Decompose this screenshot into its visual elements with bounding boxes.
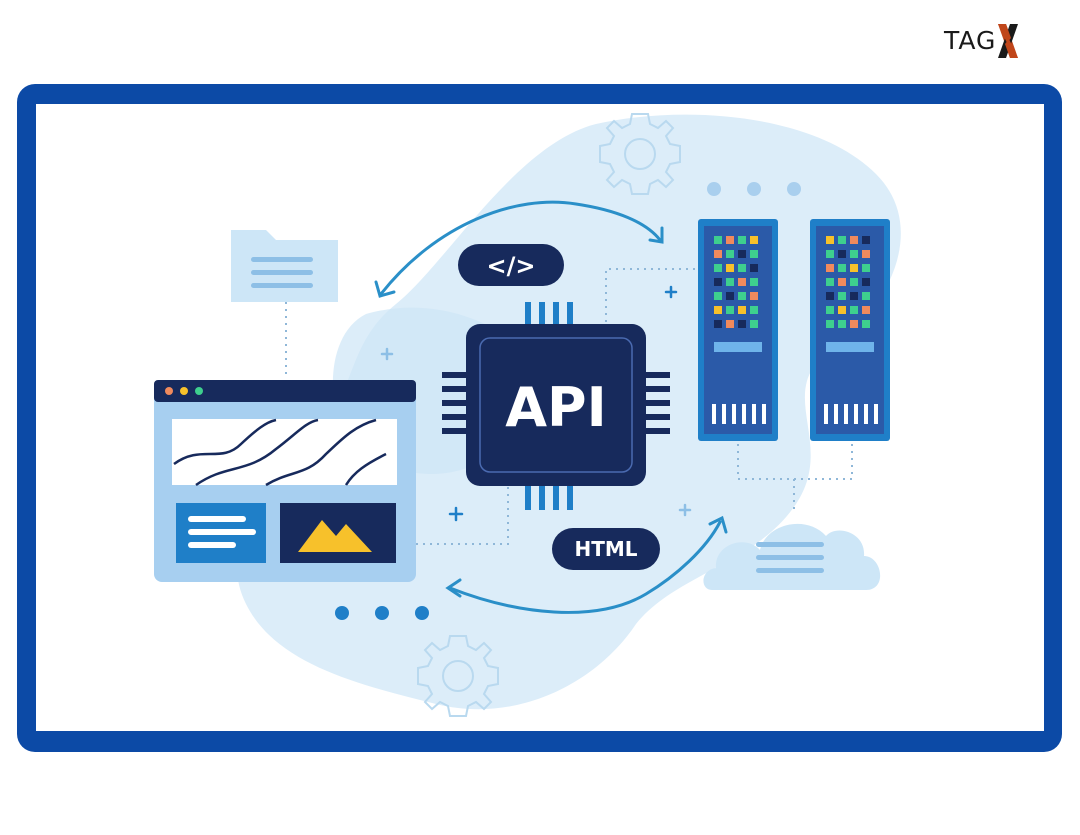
- dots-top: [707, 182, 801, 196]
- api-label: API: [505, 376, 606, 439]
- api-chip-icon: API: [442, 302, 670, 510]
- server-rack-icon: [698, 219, 890, 441]
- logo-text: TAG: [944, 26, 997, 55]
- code-badge: </>: [458, 244, 564, 286]
- folder-icon: [231, 230, 338, 302]
- plus-signs: [380, 285, 692, 522]
- gear-icon-top: [599, 113, 681, 195]
- html-badge-label: HTML: [574, 537, 637, 561]
- image-icon: [280, 503, 396, 563]
- server-left-leds: [714, 236, 758, 328]
- api-diagram: </>: [154, 113, 901, 717]
- dots-bottom: [335, 606, 429, 620]
- logo-x-mark-icon: [998, 24, 1019, 58]
- html-badge: HTML: [552, 528, 660, 570]
- tagx-logo: TAG: [944, 22, 1024, 60]
- gear-icon-bottom: [417, 635, 499, 717]
- dotted-connectors: [285, 268, 853, 545]
- api-diagram-canvas: </>: [36, 104, 1044, 731]
- browser-window-icon: [154, 380, 416, 582]
- server-right: [810, 219, 890, 441]
- server-right-leds: [826, 236, 870, 328]
- cloud-icon: [703, 523, 881, 590]
- curved-arrows: [374, 200, 728, 614]
- server-left: [698, 219, 778, 441]
- code-badge-label: </>: [487, 252, 536, 280]
